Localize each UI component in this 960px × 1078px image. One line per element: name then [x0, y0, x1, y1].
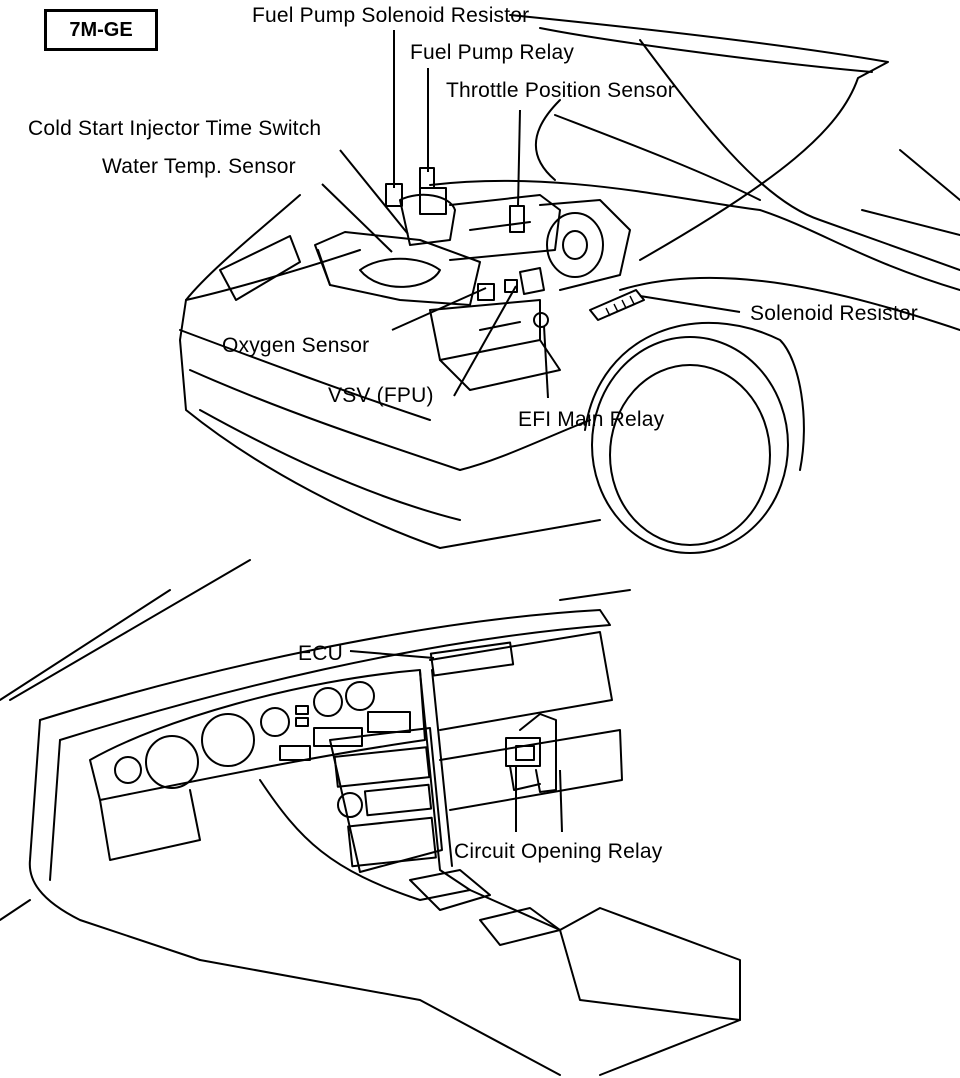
- label-water-temp-sensor: Water Temp. Sensor: [102, 155, 296, 178]
- engine-model-tag: 7M-GE: [44, 9, 158, 51]
- label-oxygen-sensor: Oxygen Sensor: [222, 334, 370, 357]
- engine-bay-illustration: [179, 14, 960, 554]
- label-cold-start-injector-time-switch: Cold Start Injector Time Switch: [28, 117, 322, 140]
- label-ecu: ECU: [298, 642, 343, 665]
- label-efi-main-relay: EFI Main Relay: [518, 408, 665, 431]
- label-solenoid-resistor: Solenoid Resistor: [750, 302, 918, 325]
- label-throttle-position-sensor: Throttle Position Sensor: [446, 79, 675, 102]
- label-fuel-pump-solenoid-resistor: Fuel Pump Solenoid Resistor: [252, 4, 530, 27]
- dashboard-illustration: [0, 559, 741, 1076]
- label-circuit-opening-relay: Circuit Opening Relay: [454, 840, 663, 863]
- leader-lines: [321, 30, 741, 833]
- label-vsv-fpu: VSV (FPU): [328, 384, 434, 407]
- label-fuel-pump-relay: Fuel Pump Relay: [410, 41, 575, 64]
